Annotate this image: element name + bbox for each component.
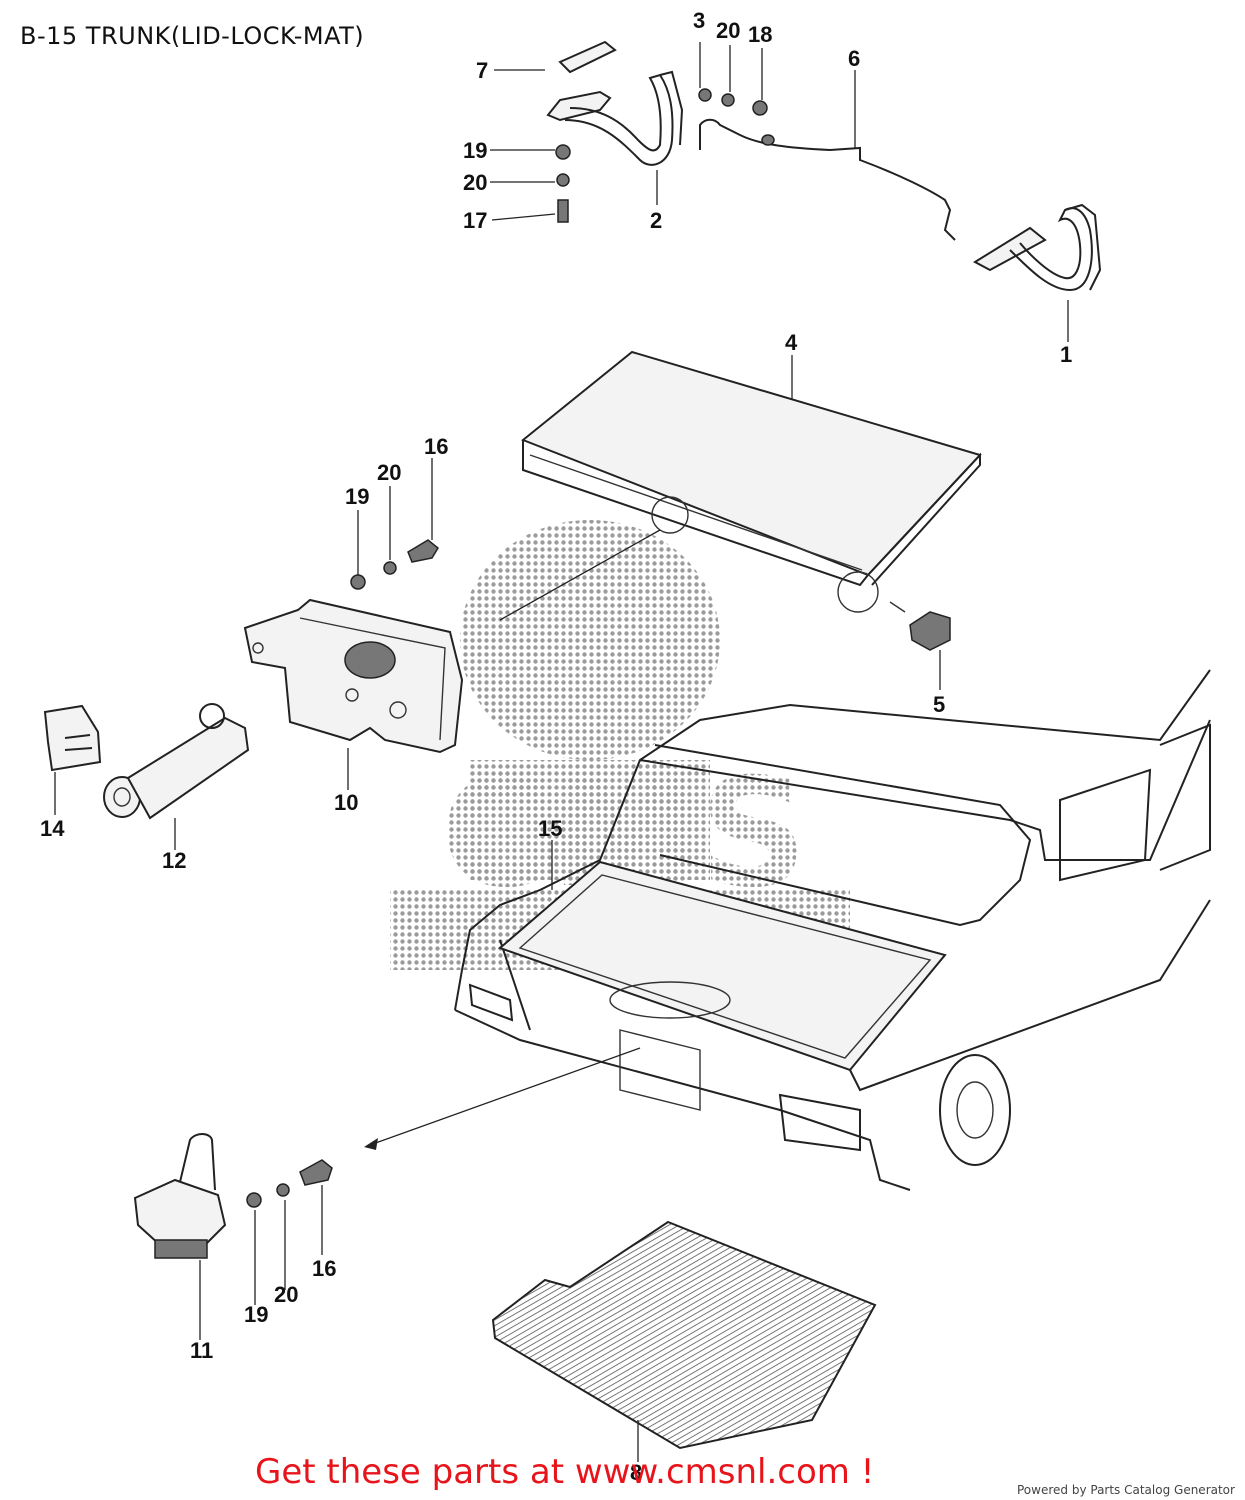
- part-label-19: 19: [463, 138, 487, 163]
- part-label-20-top: 20: [716, 18, 740, 43]
- diagram-title: B-15 TRUNK(LID-LOCK-MAT): [20, 22, 365, 50]
- part-label-16: 16: [424, 434, 448, 459]
- part-label-19-lock: 19: [345, 484, 369, 509]
- leader-lines: [54, 42, 1069, 1462]
- hinge-right: [972, 203, 1102, 292]
- part-label-4: 4: [785, 330, 798, 355]
- part-label-3: 3: [693, 8, 705, 33]
- trunk-lid: [521, 350, 982, 613]
- part-label-17: 17: [463, 208, 487, 233]
- part-labels: 7 19 20 17 2 3 20 18 6 1 4 5 16 20 19 10…: [40, 8, 1072, 1485]
- promo-link[interactable]: Get these parts at www.cmsnl.com !: [255, 1452, 875, 1492]
- striker-lower: [133, 1133, 333, 1259]
- part-label-2: 2: [650, 208, 662, 233]
- part-label-18: 18: [748, 22, 772, 47]
- part-label-7: 7: [476, 58, 488, 83]
- part-label-8: 8: [630, 1460, 642, 1485]
- trunk-mat: [491, 1220, 877, 1450]
- part-label-6: 6: [848, 46, 860, 71]
- car-body: [454, 669, 1211, 1191]
- retainer-clip: [43, 704, 102, 772]
- powered-by-text: Powered by Parts Catalog Generator: [1017, 1483, 1235, 1497]
- part-label-5: 5: [933, 692, 945, 717]
- lock-cylinder: [103, 703, 250, 820]
- part-label-11: 11: [190, 1338, 213, 1363]
- part-label-12: 12: [162, 848, 186, 873]
- part-label-14: 14: [40, 816, 65, 841]
- part-label-16-striker: 16: [312, 1256, 336, 1281]
- part-label-10: 10: [334, 790, 358, 815]
- hinge-left: [546, 40, 684, 223]
- part-label-20-striker: 20: [274, 1282, 298, 1307]
- striker: [909, 611, 951, 651]
- part-label-19-striker: 19: [244, 1302, 268, 1327]
- part-label-1: 1: [1060, 342, 1072, 367]
- part-label-20: 20: [463, 170, 487, 195]
- lock-assembly: [243, 539, 464, 754]
- part-label-20-lock: 20: [377, 460, 401, 485]
- part-label-15: 15: [538, 816, 562, 841]
- torsion-rod: [698, 88, 956, 241]
